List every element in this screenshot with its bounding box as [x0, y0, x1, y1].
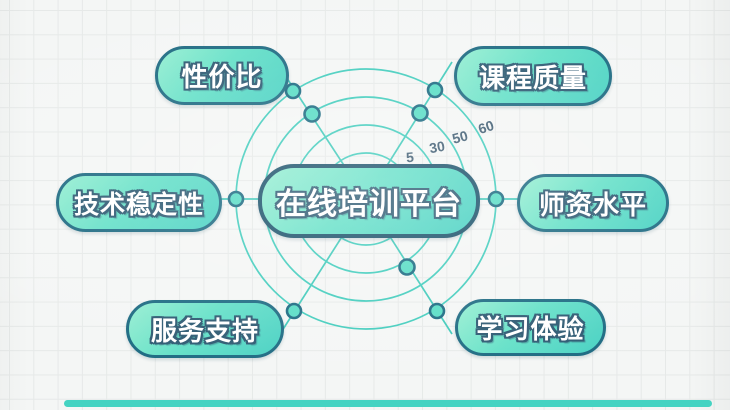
connector-dot-southeast	[428, 302, 446, 320]
connector-dot-southwest	[285, 302, 303, 320]
node-label: 课程质量	[478, 62, 587, 93]
node-label: 性价比	[181, 62, 263, 92]
node-tech-stability: 技术稳定性	[56, 173, 222, 232]
connector-dot-west	[227, 190, 245, 208]
node-teacher-level: 师资水平	[517, 174, 669, 232]
node-label: 技术稳定性	[73, 190, 204, 219]
data-point-dot-northwest	[303, 105, 321, 123]
data-point-dot-northeast	[411, 104, 429, 122]
connector-dot-east	[487, 190, 505, 208]
center-node-label: 在线培训平台	[276, 188, 462, 221]
connector-dot-northeast	[426, 81, 444, 99]
radar-tick-label: 30	[427, 137, 447, 157]
node-label: 师资水平	[538, 189, 647, 220]
data-point-dot-southeast	[398, 258, 416, 276]
node-service-support: 服务支持	[126, 300, 284, 358]
node-label: 服务支持	[150, 315, 259, 346]
node-course-quality: 课程质量	[454, 46, 612, 106]
node-label: 学习体验	[476, 314, 585, 344]
node-cost-performance: 性价比	[155, 46, 289, 105]
video-progress-bar[interactable]	[64, 400, 712, 407]
radar-tick-label: 5	[405, 148, 415, 166]
connector-dot-northwest	[284, 82, 302, 100]
center-node: 在线培训平台	[258, 164, 480, 238]
node-learning-experience: 学习体验	[455, 299, 606, 356]
